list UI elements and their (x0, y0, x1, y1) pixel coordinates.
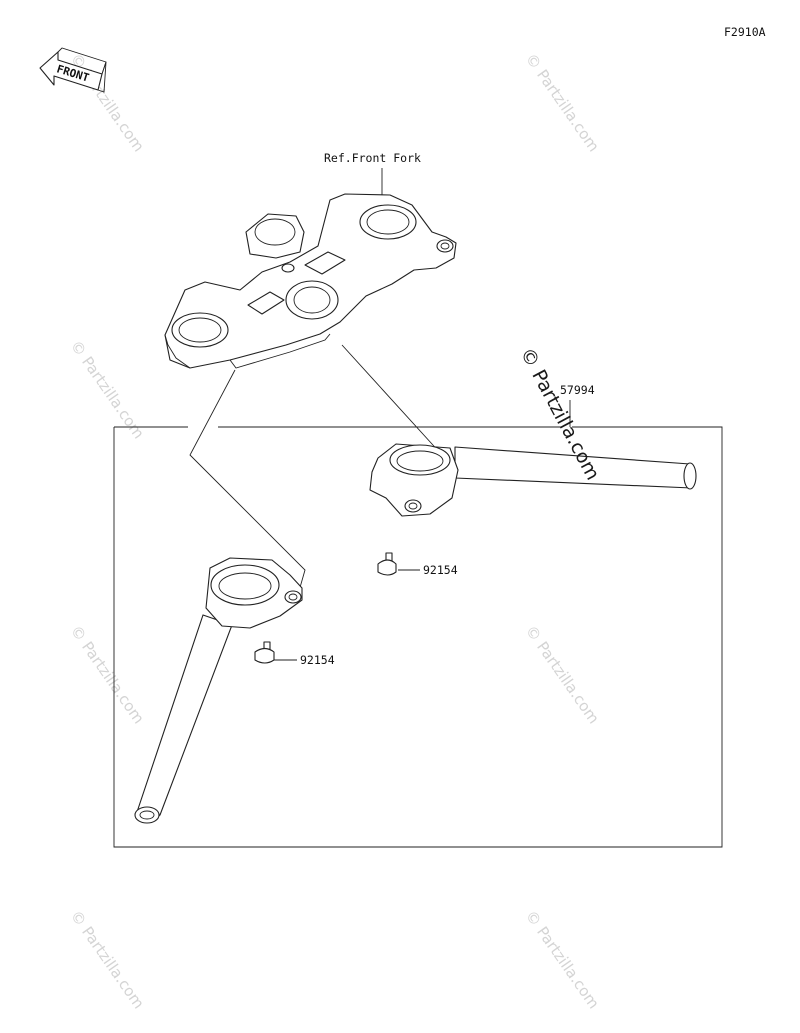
watermark-text: © Partzilla.com (522, 622, 603, 727)
assembly-frame (113, 426, 723, 848)
right-handlebar (369, 443, 697, 517)
left-bolt-label: 92154 (300, 653, 335, 667)
front-direction-icon: FRONT (39, 47, 107, 93)
ref-front-fork-label: Ref.Front Fork (324, 151, 421, 165)
left-bolt (254, 641, 275, 664)
right-bolt-label: 92154 (423, 563, 458, 577)
left-handlebar (134, 557, 303, 824)
watermark-text: © Partzilla.com (67, 622, 148, 727)
handlebar-assembly-label: 57994 (560, 383, 595, 397)
upper-fork-bracket (164, 193, 457, 369)
watermark-text: © Partzilla.com (522, 907, 603, 1012)
watermark-text: © Partzilla.com (67, 50, 148, 155)
watermark-text: © Partzilla.com (67, 907, 148, 1012)
leader-left-clamp (189, 369, 306, 599)
figure-code: F2910A (724, 25, 766, 39)
watermark-text: © Partzilla.com (522, 50, 603, 155)
right-bolt (377, 552, 397, 576)
watermarks: © Partzilla.com © Partzilla.com © Partzi… (67, 50, 603, 1012)
watermark-text: © Partzilla.com (67, 337, 148, 442)
